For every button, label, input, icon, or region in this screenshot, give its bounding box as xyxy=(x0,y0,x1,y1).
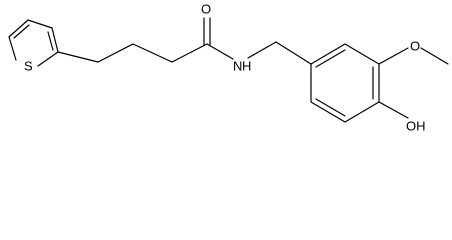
thiophene-ring xyxy=(8,19,59,67)
carbonyl-oxygen-label: O xyxy=(201,1,211,16)
amide-group xyxy=(203,17,312,65)
alkyl-chain xyxy=(57,43,208,63)
atom-labels: S O N H O OH xyxy=(24,1,426,133)
amide-nitrogen-label: N xyxy=(233,58,242,73)
ring-bond-4 xyxy=(344,101,380,123)
amide-hydrogen-label: H xyxy=(242,58,251,73)
bond-c2-s xyxy=(37,51,59,67)
bond-ring-methoxy-o xyxy=(378,47,409,65)
bond-ring-hydroxyl xyxy=(378,101,409,119)
bond-c4-c3 xyxy=(27,19,53,29)
bond-c3-c2-inner xyxy=(47,31,54,51)
substituents xyxy=(378,47,449,119)
bond-ring-ch2 xyxy=(57,51,99,63)
methoxy-oxygen-label: O xyxy=(410,38,420,53)
benzene-ring xyxy=(310,43,380,123)
bond-c5-c4 xyxy=(8,19,29,38)
bond-c5-c4-inner xyxy=(13,24,30,39)
bond-carbonyl-n xyxy=(206,43,234,60)
bond-ch2-aryl xyxy=(275,41,312,65)
bond-ch2-ch2-b xyxy=(132,43,173,63)
bond-ch2-carbonyl xyxy=(171,43,208,63)
ring-bond-2 xyxy=(344,43,380,65)
ring-bond-5-inner xyxy=(315,98,346,117)
bond-n-ch2 xyxy=(247,41,277,59)
chemical-structure: S O N H O OH xyxy=(8,1,449,133)
bond-c3-c2 xyxy=(51,27,59,53)
ring-bond-1 xyxy=(310,43,346,65)
ring-bond-5 xyxy=(310,101,346,123)
bond-methoxy-o-ch3 xyxy=(420,47,449,65)
hydroxyl-label: OH xyxy=(406,118,426,133)
ring-bond-1-inner xyxy=(315,49,346,68)
bond-ch2-ch2 xyxy=(97,43,134,63)
sulfur-label: S xyxy=(24,58,33,73)
bond-s-c5 xyxy=(8,36,17,61)
